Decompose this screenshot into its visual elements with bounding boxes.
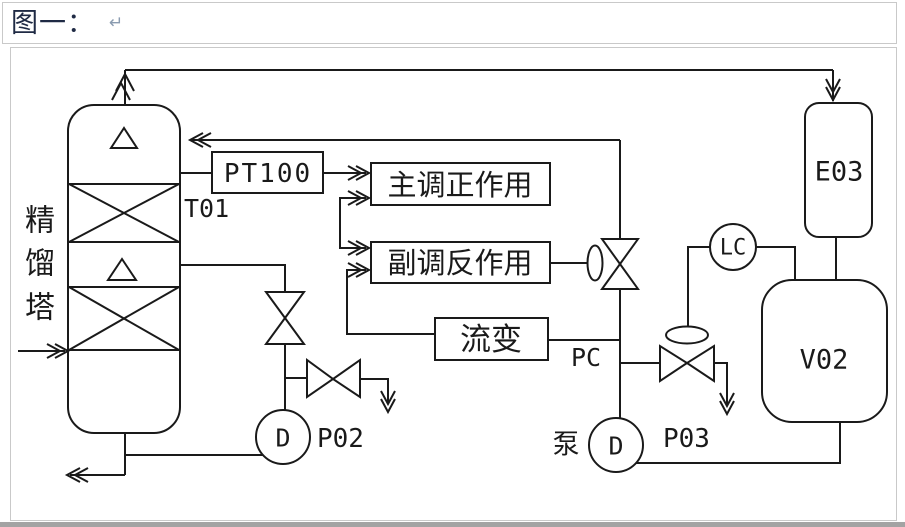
figure-caption-bar: 图一： ↵ [2,2,897,44]
down-arrow-icon [719,400,735,417]
pump-p02-symbol: D [275,424,290,453]
reflux-drum-v02-vessel [761,279,888,423]
lcv-triangle-left [659,344,689,383]
reflux-control-valve-group [187,132,640,418]
lcv-triangle-right [685,344,715,383]
flow-secondary-connector-line [346,269,435,335]
column-side-draw-line [180,264,286,292]
flow-transform-label: 流变 [460,322,522,358]
lc-to-drum-line [756,246,796,279]
column-name-char-2: 馏 [25,247,55,282]
bottom-edge-strip [0,522,905,527]
hand-valve-h-triangle-left [306,358,335,399]
condenser-e03-vessel [804,102,873,238]
column-vessel [67,104,181,434]
packing-x1-diag-b [68,183,180,243]
right-arrow-icon [355,240,372,256]
figure-label: 图一： [11,7,95,39]
right-arrow-icon [46,343,63,359]
pump-p02-tag: P02 [317,424,364,454]
pc-label: PC [571,343,601,372]
primary-secondary-connector-line [339,197,366,249]
pt100-label: PT100 [224,159,312,189]
overhead-vapor-line-group [111,69,841,106]
hand-valve-v-triangle-bottom [264,316,306,345]
pt100-group: PT100 [180,151,372,194]
lc-label: LC [720,236,747,261]
lcv-outlet-line [714,362,728,405]
right-arrow-icon [54,343,71,359]
pump-cn-label: 泵 [553,430,580,461]
lcv-actuator-ellipse [665,325,709,345]
pump-p03-circle [588,417,644,473]
down-arrow-icon [825,86,841,103]
left-arrow-icon [195,132,212,148]
hand-valve-h-triangle-right [331,358,361,399]
condenser-e03-label: E03 [815,157,864,188]
hand-valve-v-triangle-top [264,291,306,320]
up-arrow-icon [111,80,131,101]
pump-p03-tag: P03 [663,424,710,454]
level-valve-pump-group: D 泵 P03 [553,325,841,473]
paragraph-return-icon: ↵ [109,13,124,33]
pump-p02-circle [255,409,311,465]
condenser-drum-group: E03 V02 [761,102,888,423]
controller-boxes-group: 主调正作用 副调反作用 流变 PC [339,162,620,372]
right-arrow-icon [347,190,364,206]
pump-p03-symbol: D [608,432,623,461]
feed-bottoms-group [18,343,263,483]
distributor-triangle-top [109,126,139,149]
primary-controller-box [370,162,551,206]
right-arrow-icon [355,190,372,206]
right-arrow-icon [347,262,364,278]
left-arrow-icon [72,467,89,483]
down-arrow-icon [380,398,396,415]
column-name-char-3: 塔 [25,291,55,326]
secondary-controller-label: 副调反作用 [387,246,532,280]
valve-actuator-ellipse [586,244,604,282]
distillation-column-group: 精 馏 塔 T01 [25,104,229,434]
column-tag-label: T01 [184,194,229,223]
level-controller-group: LC [687,223,796,326]
down-arrow-icon [380,390,396,407]
right-arrow-icon [347,165,364,181]
hand-valve-outlet-line [360,378,389,403]
valve-triangle-bottom [600,262,640,290]
packing-x2-diag-b [68,286,180,351]
drum-to-pump-line [636,422,841,464]
down-arrow-icon [825,78,841,95]
secondary-controller-box [370,241,551,284]
primary-controller-label: 主调正作用 [387,168,532,202]
reflux-drum-v02-label: V02 [800,345,849,376]
distributor-triangle-mid [106,257,138,281]
left-arrow-icon [64,467,81,483]
valve-triangle-top [600,238,640,266]
hand-valves-pump-p02-group: D P02 [180,264,396,465]
right-arrow-icon [347,240,364,256]
down-arrow-icon [719,392,735,409]
right-arrow-icon [355,165,372,181]
lc-to-valve-line [687,246,710,326]
right-arrow-icon [355,262,372,278]
left-arrow-icon [187,132,204,148]
column-name-char-1: 精 [25,204,55,239]
